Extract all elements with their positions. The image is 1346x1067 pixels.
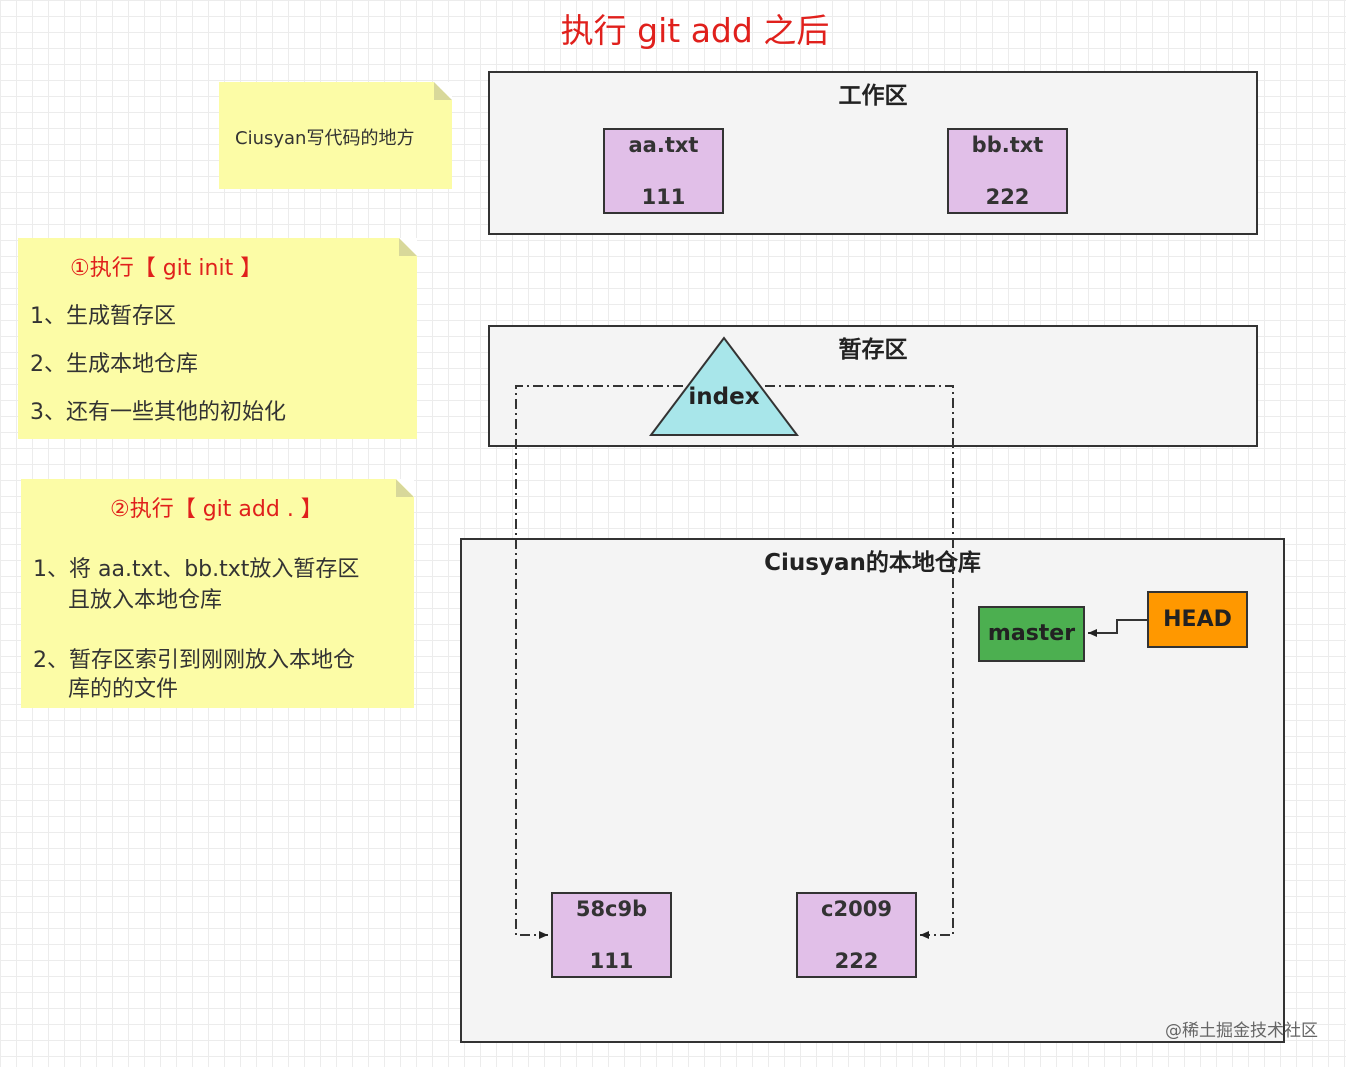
note-workspace-text: Ciusyan写代码的地方 xyxy=(235,128,415,149)
note-init-title: ①执行【 git init 】 xyxy=(70,256,263,281)
master-branch: master xyxy=(978,606,1085,662)
note-add-line-2b: 库的的文件 xyxy=(68,677,179,702)
note-workspace: Ciusyan写代码的地方 xyxy=(219,82,452,189)
workspace-file-aa: aa.txt 111 xyxy=(603,128,724,214)
note-add-line-1b: 且放入本地仓库 xyxy=(68,588,223,613)
head-pointer: HEAD xyxy=(1147,591,1248,648)
workspace-label: 工作区 xyxy=(838,83,908,109)
note-add-line-2a: 2、暂存区索引到刚刚放入本地仓 xyxy=(33,648,355,673)
staging-label: 暂存区 xyxy=(838,337,908,363)
file-name: bb.txt xyxy=(971,133,1044,157)
note-git-add: ②执行【 git add . 】 1、将 aa.txt、bb.txt放入暂存区 … xyxy=(21,479,414,708)
repo-label: Ciusyan的本地仓库 xyxy=(764,550,981,576)
note-fold-icon xyxy=(434,82,452,100)
note-add-line-1a: 1、将 aa.txt、bb.txt放入暂存区 xyxy=(33,557,360,582)
note-fold-icon xyxy=(399,238,417,256)
note-git-init: ①执行【 git init 】 1、生成暂存区 2、生成本地仓库 3、还有一些其… xyxy=(18,238,417,439)
note-init-line-2: 2、生成本地仓库 xyxy=(30,352,198,377)
repo-object-58c9b: 58c9b 111 xyxy=(551,892,672,978)
index-link-to-c2009 xyxy=(765,385,954,939)
note-init-line-1: 1、生成暂存区 xyxy=(30,304,176,329)
object-value: 222 xyxy=(834,949,879,973)
object-value: 111 xyxy=(589,949,634,973)
object-name: 58c9b xyxy=(575,897,648,921)
note-fold-icon xyxy=(396,479,414,497)
repo-object-c2009: c2009 222 xyxy=(796,892,917,978)
file-value: 222 xyxy=(985,185,1030,209)
note-add-title: ②执行【 git add . 】 xyxy=(110,497,323,522)
workspace-file-bb: bb.txt 222 xyxy=(947,128,1068,214)
index-label: index xyxy=(688,384,760,410)
file-name: aa.txt xyxy=(628,133,699,157)
head-to-master-arrow xyxy=(1088,619,1147,637)
index-triangle xyxy=(648,336,800,436)
note-init-line-3: 3、还有一些其他的初始化 xyxy=(30,400,286,425)
diagram-title: 执行 git add 之后 xyxy=(560,11,830,50)
index-link-to-58c9b xyxy=(515,385,683,939)
watermark: @稀土掘金技术社区 xyxy=(1165,1021,1318,1041)
file-value: 111 xyxy=(641,185,686,209)
object-name: c2009 xyxy=(821,897,892,921)
